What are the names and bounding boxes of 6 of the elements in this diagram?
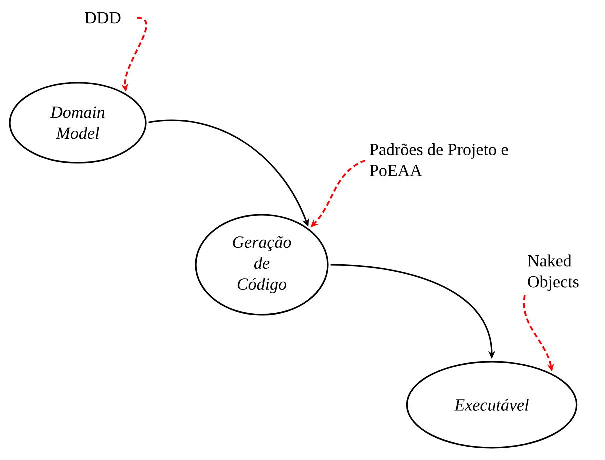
ellipse-node: Executável bbox=[406, 361, 578, 449]
ellipse-node: Geração de Código bbox=[195, 214, 329, 316]
ellipse-node: Domain Model bbox=[9, 82, 147, 164]
text-label: Naked Objects bbox=[528, 254, 579, 292]
text-label: DDD bbox=[85, 12, 121, 24]
text-label: Padrões de Projeto e PoEAA bbox=[370, 144, 508, 176]
